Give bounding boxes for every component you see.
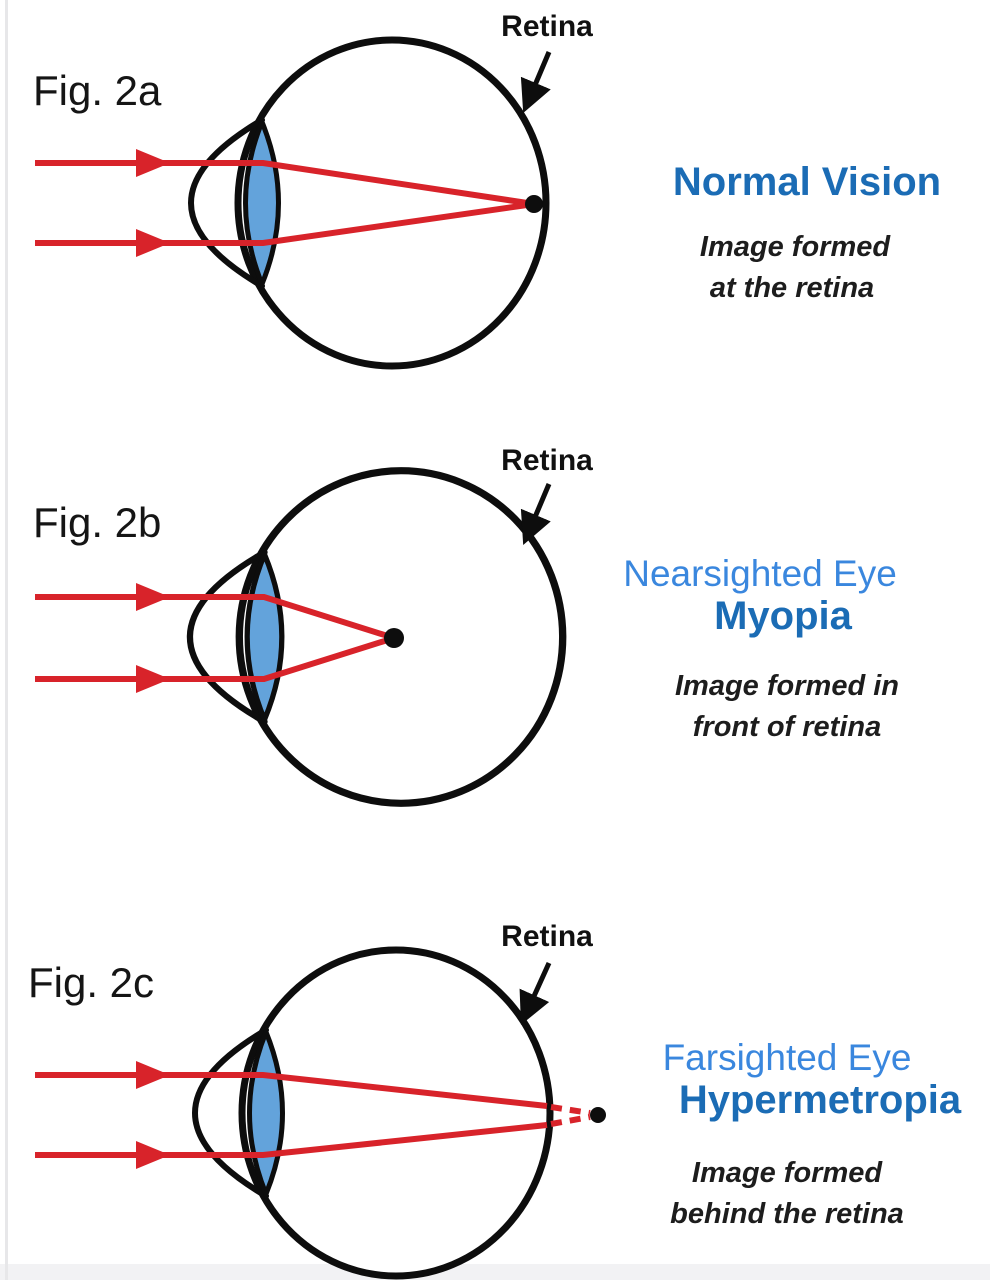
ray-arrowhead bbox=[136, 1061, 170, 1089]
eye-2b bbox=[190, 471, 563, 804]
figure-2a-diagram bbox=[35, 40, 552, 366]
title-nearsighted-eye: Nearsighted Eye bbox=[623, 553, 897, 594]
ray-dashed-line bbox=[550, 1104, 591, 1116]
focal-point-dot bbox=[590, 1107, 606, 1123]
ray-arrowhead bbox=[136, 149, 170, 177]
figure-label-2a: Fig. 2a bbox=[33, 67, 162, 114]
left-edge-strip bbox=[5, 0, 8, 1280]
retina-pointer-arrow bbox=[520, 51, 552, 113]
caption-2b-line2: front of retina bbox=[692, 711, 882, 743]
ray-line bbox=[35, 160, 535, 207]
retina-label-2a: Retina bbox=[501, 10, 593, 43]
subtitle-myopia: Myopia bbox=[714, 594, 852, 638]
ray-arrowhead bbox=[136, 229, 170, 257]
subtitle-hypermetropia: Hypermetropia bbox=[678, 1078, 962, 1122]
ray-line bbox=[35, 635, 395, 682]
ray-dashed-line bbox=[550, 1114, 591, 1127]
bottom-edge-strip bbox=[0, 1264, 990, 1280]
focal-point-dot bbox=[525, 195, 543, 213]
caption-2c-line1: Image formed bbox=[691, 1157, 883, 1189]
ray-line bbox=[35, 594, 395, 641]
caption-2a-line2: at the retina bbox=[709, 272, 875, 304]
retina-pointer-arrow bbox=[520, 483, 552, 545]
ray-line bbox=[35, 1072, 548, 1109]
eye-2c bbox=[195, 950, 550, 1276]
ray-line bbox=[35, 201, 535, 246]
light-rays-2a bbox=[35, 149, 543, 257]
caption-2a-line1: Image formed bbox=[699, 231, 891, 263]
title-farsighted-eye: Farsighted Eye bbox=[662, 1037, 912, 1078]
retina-label-2b: Retina bbox=[501, 444, 593, 477]
focal-point-dot bbox=[384, 628, 404, 648]
light-rays-2b bbox=[35, 583, 404, 693]
figure-2c-diagram bbox=[35, 950, 606, 1276]
figure-2b-diagram bbox=[35, 471, 563, 804]
ray-line bbox=[35, 1122, 548, 1158]
ray-arrowhead bbox=[136, 665, 170, 693]
light-rays-2c bbox=[35, 1061, 606, 1169]
figure-label-2b: Fig. 2b bbox=[33, 499, 162, 546]
caption-2c-line2: behind the retina bbox=[670, 1198, 904, 1230]
caption-2b-line1: Image formed in bbox=[675, 670, 899, 702]
ray-arrowhead bbox=[136, 1141, 170, 1169]
eye-2a bbox=[191, 40, 546, 366]
ray-arrowhead bbox=[136, 583, 170, 611]
title-normal-vision: Normal Vision bbox=[672, 160, 942, 204]
retina-pointer-arrow bbox=[519, 961, 552, 1025]
retina-label-2c: Retina bbox=[501, 920, 593, 953]
figure-label-2c: Fig. 2c bbox=[28, 959, 155, 1006]
